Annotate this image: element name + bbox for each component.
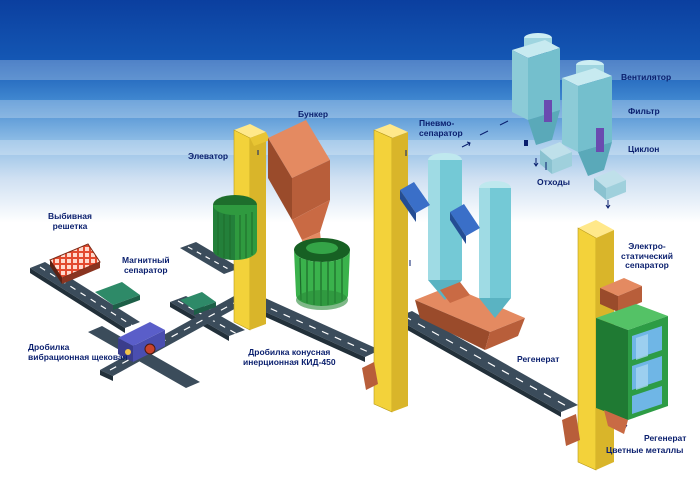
conveyor-upper-left [180,242,240,274]
chute-elevator-3 [562,414,580,446]
pneumo-separator [400,153,525,350]
bunker [268,120,330,256]
label-bunker: Бункер [298,109,329,119]
conveyor-middle [250,298,380,362]
label-magnetic-separator: Магнитный сепаратор [122,255,170,275]
label-waste: Отходы [537,177,571,187]
label-fan: Вентилятор [621,72,672,82]
label-regenerate-2: Регенерат [644,433,687,443]
cone-crusher-1 [213,195,257,260]
elevator-2 [373,124,411,413]
cyclone-units [540,142,626,200]
label-cyclone: Циклон [628,144,660,154]
label-pneumo-separator: Пневмо- сепаратор [419,118,463,138]
label-shakeout-grate: Выбивная решетка [48,211,92,231]
label-filter: Фильтр [628,106,660,116]
magnetic-separator-2 [180,292,216,315]
conveyor-right [395,311,578,417]
cone-crusher-2 [294,238,350,310]
chute-elevator-2 [362,362,378,390]
electrostatic-separator [596,278,668,434]
label-jaw-crusher: Дробилка вибрационная щековая [28,342,128,362]
label-non-ferrous: Цветные металлы [606,445,684,455]
label-electrostatic-separator: Электро- статический сепаратор [621,241,673,270]
conveyor-left [30,262,140,333]
filter-unit-2 [562,60,612,176]
label-elevator: Элеватор [188,151,229,161]
shakeout-grate [49,243,101,284]
label-cone-crusher: Дробилка конусная инерционная КИД-450 [243,347,336,367]
label-regenerate: Регенерат [517,354,560,364]
magnetic-separator-1 [95,282,140,310]
filter-unit-1 [512,33,560,146]
jaw-crusher [118,322,165,362]
